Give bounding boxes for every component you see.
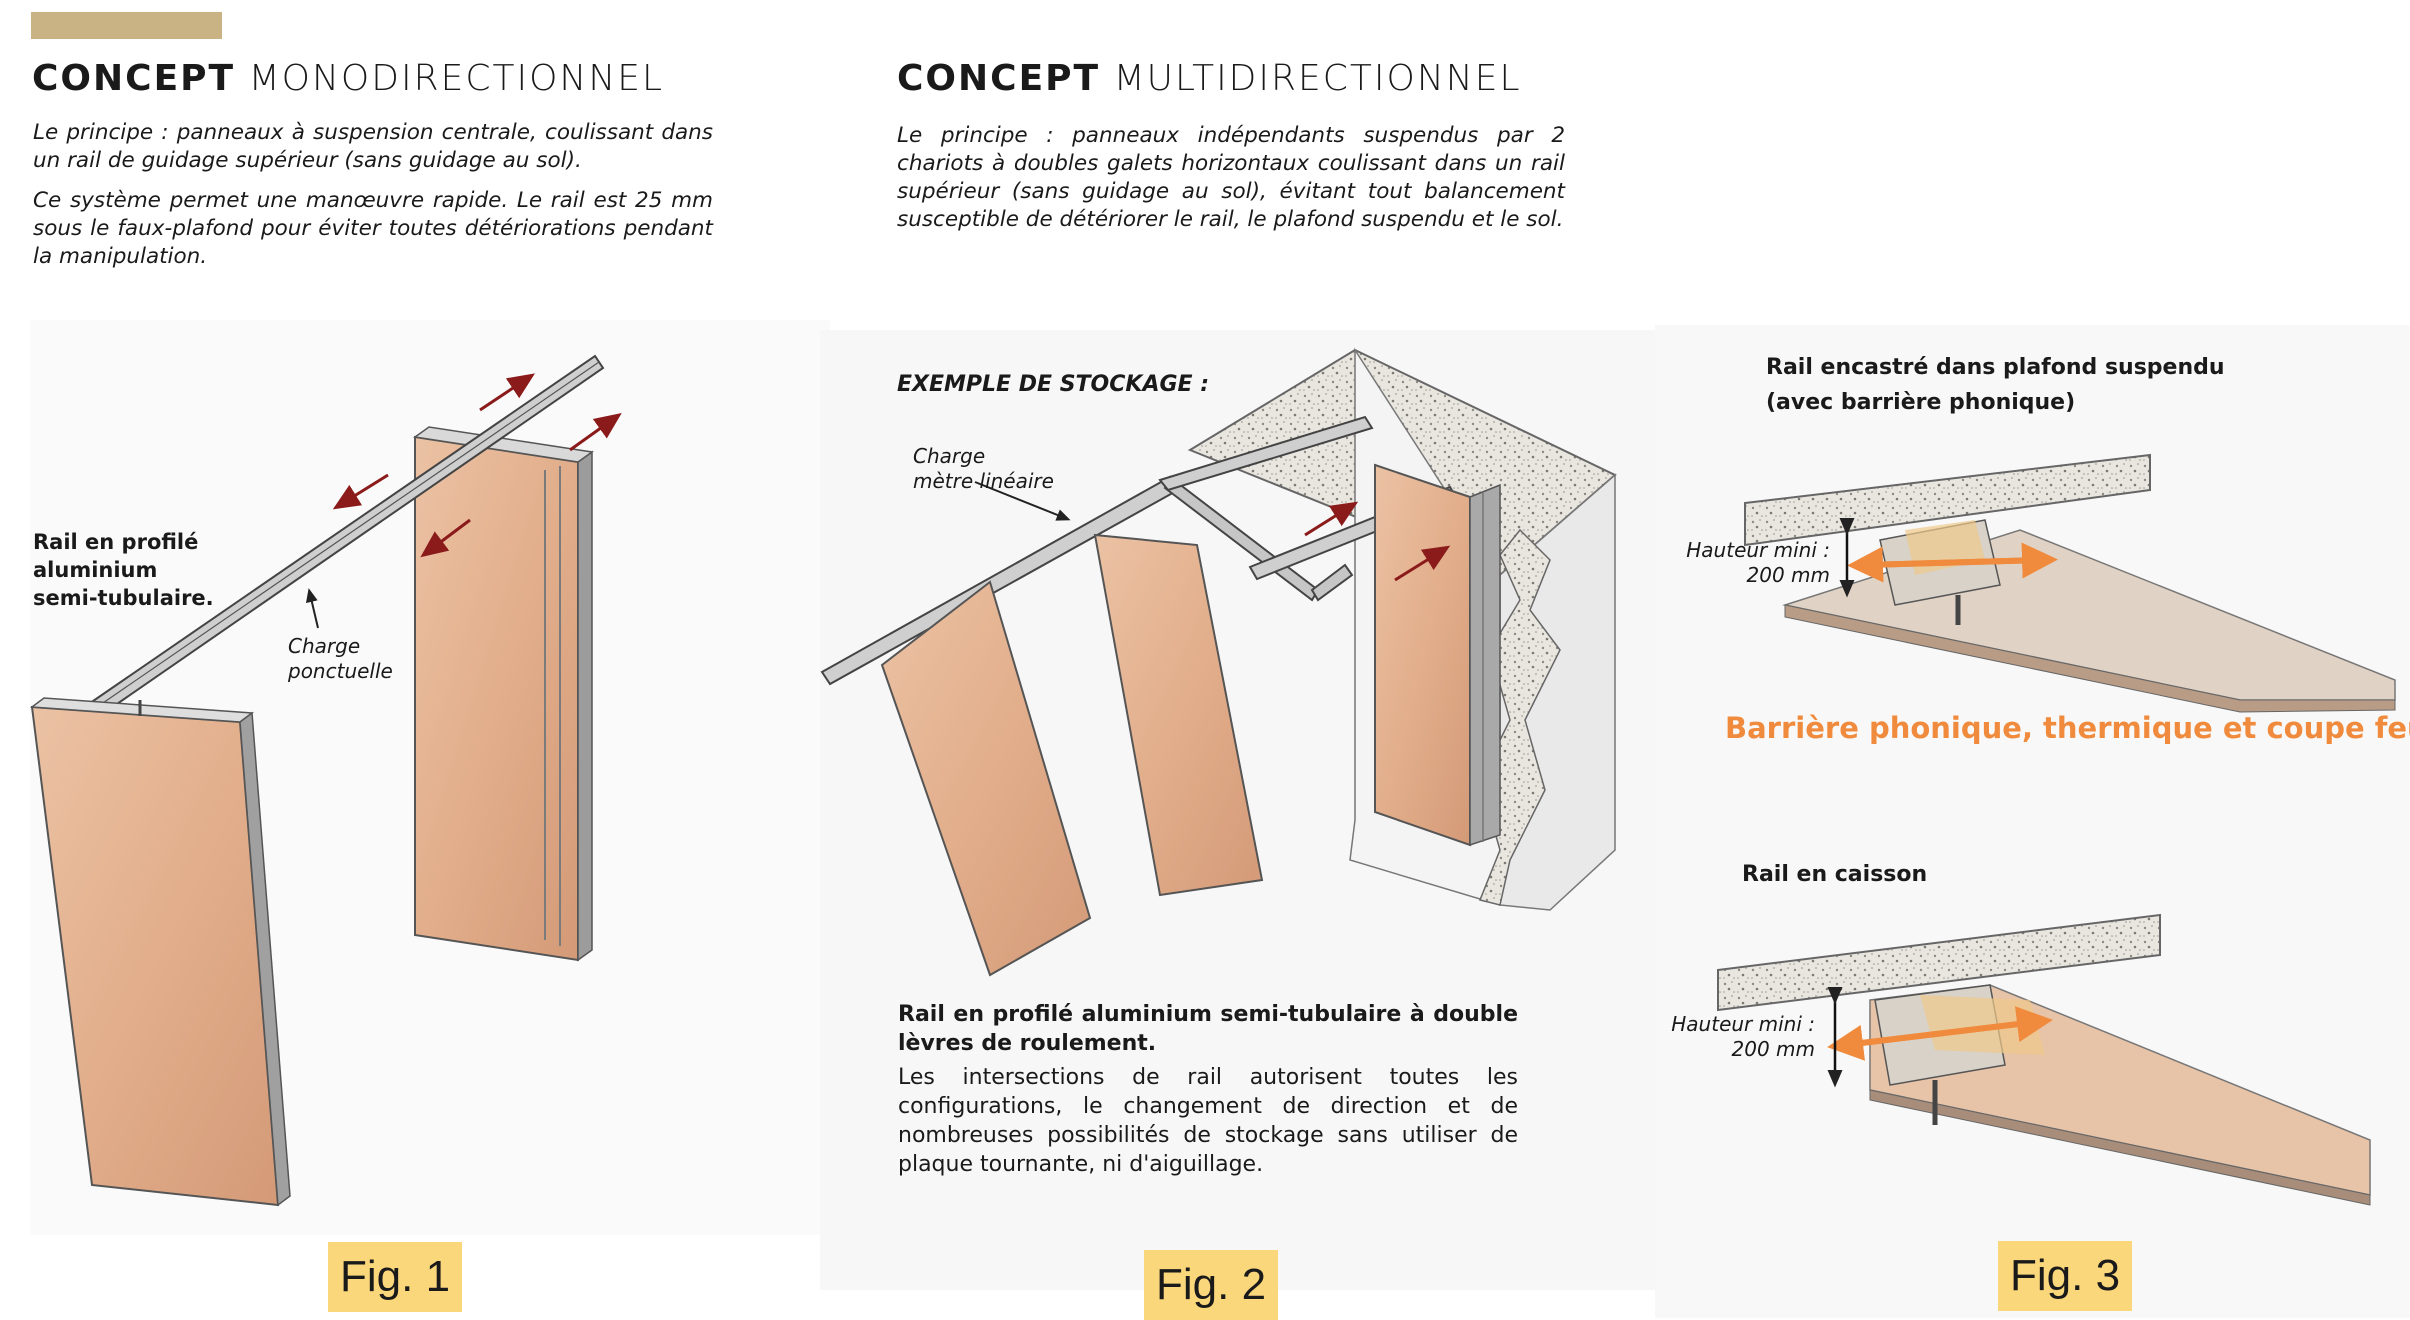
fig3-height-1b: 200 mm	[1746, 563, 1831, 587]
fig3-drawing	[1717, 453, 2396, 1206]
section1-intro-1: Le principe : panneaux à suspension cent…	[33, 120, 713, 173]
fig1-charge-label: Charge ponctuelle	[288, 634, 393, 684]
fig2-drawing	[820, 347, 1617, 977]
fig2-charge-2: mètre linéaire	[913, 469, 1054, 493]
fig2-rail-title: Rail en profilé aluminium semi-tubulaire…	[898, 1002, 1518, 1056]
fig1-rail-label-1: Rail en profilé	[33, 530, 199, 554]
fig1-charge-2: ponctuelle	[288, 659, 393, 683]
fig2-panel-3	[1374, 463, 1471, 847]
fig3-caption: Fig. 3	[1998, 1241, 2133, 1311]
fig2-panel-1	[880, 580, 1092, 977]
fig3-height-1a: Hauteur mini :	[1686, 538, 1830, 562]
fig1-rail-label: Rail en profilé aluminium semi-tubulaire…	[33, 528, 214, 612]
fig2-caption: Fig. 2	[1144, 1250, 1279, 1320]
fig1-charge-1: Charge	[288, 634, 361, 658]
fig3-label-top: Rail encastré dans plafond suspendu (ave…	[1766, 350, 2225, 420]
fig3-barrier-label: Barrière phonique, thermique et coupe fe…	[1725, 711, 2410, 745]
fig1-caption: Fig. 1	[328, 1242, 463, 1312]
section1-title-bold: CONCEPT	[32, 58, 236, 99]
section2-title: CONCEPT MULTIDIRECTIONNEL	[897, 58, 1522, 99]
fig1-drawing	[29, 354, 622, 1207]
fig3-height-bottom: Hauteur mini : 200 mm	[1665, 1012, 1815, 1062]
fig2-charge-1: Charge	[913, 444, 986, 468]
fig2-storage-label: EXEMPLE DE STOCKAGE :	[897, 372, 1210, 397]
section2-title-bold: CONCEPT	[897, 58, 1101, 99]
section2-intro-text: Le principe : panneaux indépendants susp…	[897, 123, 1565, 232]
brand-accent-bar	[31, 12, 222, 39]
section2-intro: Le principe : panneaux indépendants susp…	[897, 122, 1565, 246]
fig3-label-3: Rail en caisson	[1742, 862, 1928, 887]
section1-title-light: MONODIRECTIONNEL	[248, 58, 665, 99]
fig3-height-top: Hauteur mini : 200 mm	[1680, 538, 1830, 588]
fig3-label-2: (avec barrière phonique)	[1766, 390, 2076, 415]
fig2-rail-body: Les intersections de rail autorisent tou…	[898, 1065, 1518, 1177]
fig3-ceiling-bottom	[1717, 913, 2161, 1012]
section1-title: CONCEPT MONODIRECTIONNEL	[32, 58, 664, 99]
fig1-rail-label-3: semi-tubulaire.	[33, 586, 214, 610]
fig3-label-1: Rail encastré dans plafond suspendu	[1766, 355, 2225, 380]
fig3-height-2b: 200 mm	[1731, 1037, 1816, 1061]
section1-intro: Le principe : panneaux à suspension cent…	[33, 119, 713, 283]
fig1-rail-label-2: aluminium	[33, 558, 158, 582]
section2-title-light: MULTIDIRECTIONNEL	[1113, 58, 1522, 99]
fig1-back-panel	[414, 435, 579, 962]
fig3-height-2a: Hauteur mini :	[1671, 1012, 1815, 1036]
fig2-panel-2	[1093, 533, 1264, 897]
fig2-charge-label: Charge mètre linéaire	[913, 444, 1054, 494]
section1-intro-2: Ce système permet une manœuvre rapide. L…	[33, 188, 713, 269]
